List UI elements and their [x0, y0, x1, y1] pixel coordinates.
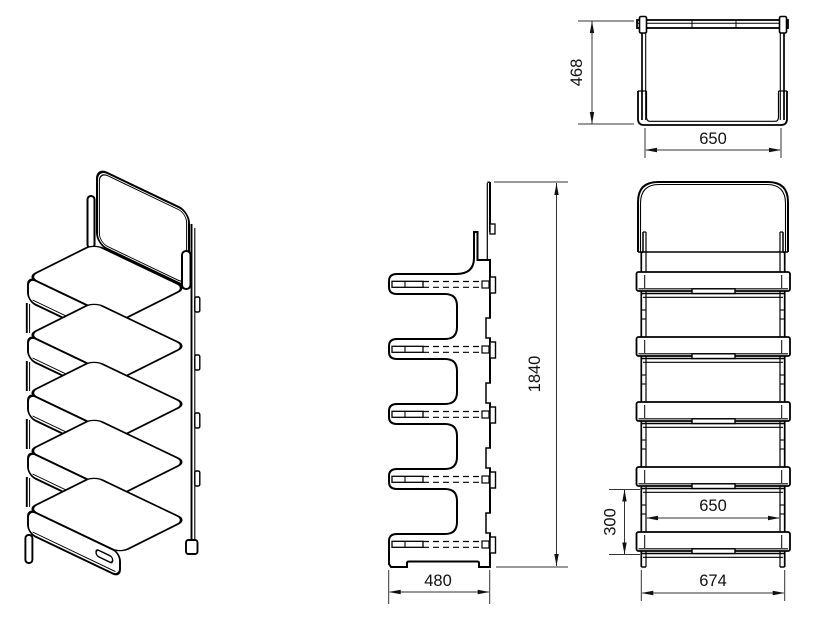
top-side-panels	[641, 33, 785, 120]
iso-back-panel	[95, 170, 191, 286]
dim-front-outer-width-label: 674	[699, 572, 727, 590]
top-view: 468 650	[568, 15, 789, 158]
top-shelf-lip	[637, 90, 788, 126]
dim-side-depth	[388, 570, 491, 604]
top-back-panel-bar	[636, 19, 789, 29]
front-back-panel	[637, 181, 789, 253]
dim-front-shelf-spacing	[609, 489, 640, 555]
dim-side-height	[494, 181, 568, 568]
dim-top-width-label: 650	[699, 130, 727, 148]
top-left-panel-tab	[638, 15, 648, 34]
dim-side-height-label: 1840	[526, 356, 544, 393]
dim-front-outer-width	[640, 570, 786, 601]
dim-side-depth-label: 480	[424, 572, 452, 590]
side-panel-profile	[388, 231, 491, 568]
iso-right-panel-top-tab	[181, 250, 192, 290]
dim-top-width	[644, 128, 782, 158]
iso-shelves	[26, 242, 188, 579]
dim-front-inner-width-label: 650	[699, 497, 727, 515]
front-view: 650 300 674	[602, 181, 791, 601]
side-view: 1840 480	[388, 181, 568, 604]
dim-front-shelf-spacing-label: 300	[602, 508, 620, 536]
isometric-view	[24, 170, 201, 579]
top-right-panel-tab	[778, 15, 788, 34]
dim-top-depth-label: 468	[568, 59, 586, 87]
dim-top-depth	[578, 20, 634, 125]
iso-left-side-panel	[24, 195, 96, 564]
dim-front-inner-width	[646, 515, 780, 521]
side-arm-details	[391, 223, 497, 554]
